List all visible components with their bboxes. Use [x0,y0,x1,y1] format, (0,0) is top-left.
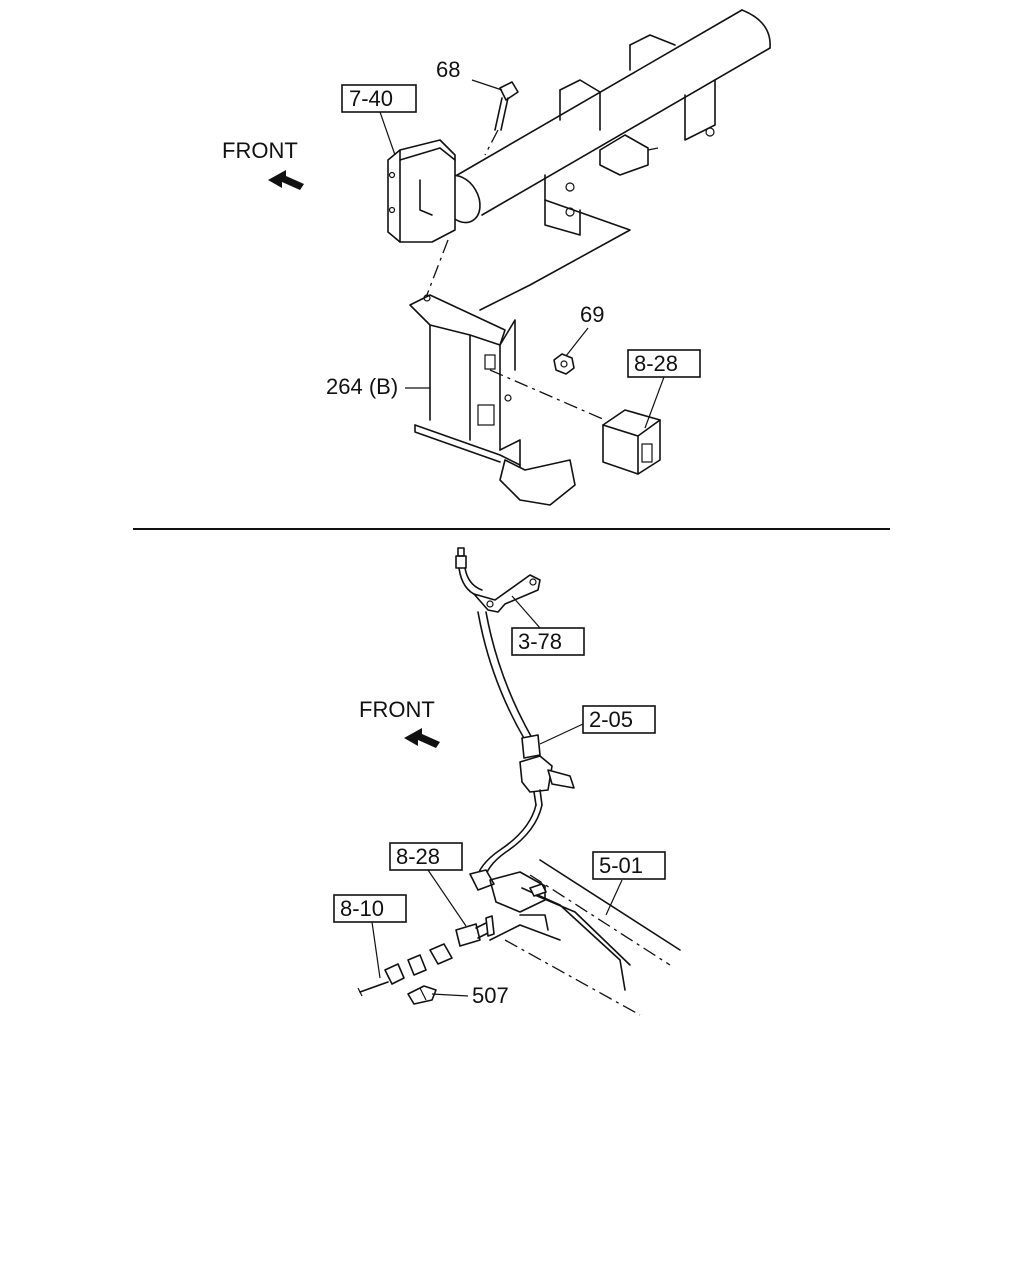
leader-5-01 [605,879,623,916]
callout-box-7-40 [341,84,417,113]
lower-view: FRONT 3-78 2-05 8-28 5-01 8-10 507 [333,547,681,1016]
assembly-line-upper [424,239,449,301]
front-arrow-icon [268,170,304,190]
callout-box-8-28-lower [389,842,463,871]
brake-pipe-lower [469,804,543,891]
front-label-upper: FRONT [222,138,298,163]
leader-507 [431,993,469,997]
junction-block [519,734,575,806]
connector-8-10 [357,943,453,997]
hose-top-fitting [455,547,541,613]
leader-8-10 [371,921,381,979]
bolt-68 [484,81,519,156]
sensor-8-28 [455,915,495,947]
callout-box-8-28-upper [627,349,701,378]
callout-box-2-05 [582,705,656,734]
tube-mount-brackets [479,34,716,311]
clip-507 [407,985,437,1005]
block-7-40 [387,139,456,243]
callout-5-01: 5-01 [599,853,643,878]
callout-box-5-01 [592,851,666,880]
front-label-lower: FRONT [359,697,435,722]
leader-2-05 [539,723,584,745]
module-8-28 [602,409,661,475]
leader-69 [565,327,589,357]
nut-69 [553,353,575,375]
leader-7-40 [379,111,396,156]
callout-3-78: 3-78 [518,629,562,654]
callout-69: 69 [580,302,604,327]
brake-hose [477,611,533,741]
axle-frame [489,859,681,1016]
front-arrow-icon [404,728,440,748]
leader-3-78 [511,595,541,629]
bracket-264b [409,294,576,506]
leader-8-28-upper [644,376,665,429]
callout-8-28-lower: 8-28 [396,844,440,869]
callout-8-10: 8-10 [340,896,384,921]
callout-7-40: 7-40 [349,86,393,111]
upper-view: FRONT 68 7-40 69 264 (B) 8-28 [222,9,771,506]
callout-68: 68 [436,57,460,82]
cross-member-tube [439,9,771,224]
leader-8-28-lower [427,869,467,927]
callout-box-3-78 [511,627,585,656]
leader-68 [471,79,503,91]
callout-box-8-10 [333,894,407,923]
assembly-line-ecu [489,369,606,421]
callout-264b: 264 (B) [326,374,398,399]
callout-507: 507 [472,983,509,1008]
callout-8-28-upper: 8-28 [634,351,678,376]
callout-2-05: 2-05 [589,707,633,732]
